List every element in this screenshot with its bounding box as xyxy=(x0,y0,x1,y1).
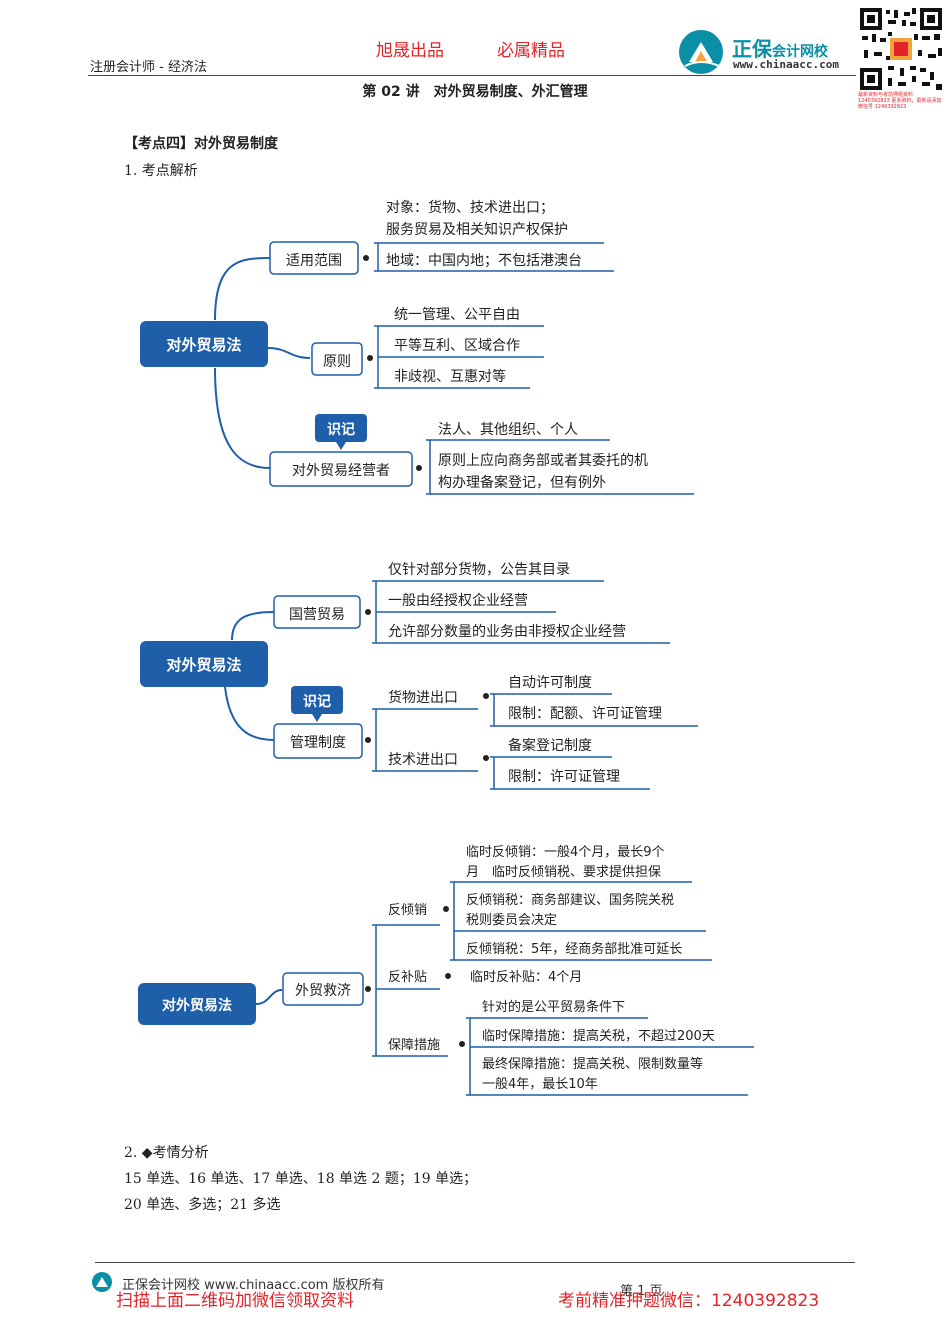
logo-name: 正保会计网校 xyxy=(732,37,828,61)
map2-leaf-st1: 仅针对部分货物，公告其目录 xyxy=(388,561,570,578)
qr-caption: 最新资料与考前押题资料 1240392823 更多资料，更新请添加微信号 124… xyxy=(858,92,942,110)
map2-leaf-st3: 允许部分数量的业务由非授权企业经营 xyxy=(388,623,626,640)
map1-branch-principle: 原则 xyxy=(323,354,351,370)
svg-text:对外贸易法: 对外贸易法 xyxy=(166,656,241,674)
mind-map-2-root: 对外贸易法 xyxy=(140,641,268,687)
exam-line-1: 15 单选、16 单选、17 单选、18 单选 2 题；19 单选； xyxy=(124,1171,478,1187)
map1-leaf-filing-b: 构办理备案登记，但有例外 xyxy=(438,474,606,491)
map3-leaf-ad1b: 月 临时反倾销税、要求提供担保 xyxy=(466,864,661,880)
map3-leaf-ad2a: 反倾销税：商务部建议、国务院关税 xyxy=(466,892,674,908)
map1-leaf-filing-a: 原则上应向商务部或者其委托的机 xyxy=(438,452,648,469)
map3-sub-antidumping: 反倾销 xyxy=(388,903,427,918)
map2-branch-management: 管理制度 xyxy=(290,735,346,751)
map1-leaf-p1: 统一管理、公平自由 xyxy=(394,307,520,323)
course-title: 注册会计师 - 经济法 xyxy=(90,60,207,75)
svg-text:对外贸易法: 对外贸易法 xyxy=(166,336,241,354)
map1-branch-operator: 对外贸易经营者 xyxy=(292,463,390,479)
lecture-title: 第 02 讲 对外贸易制度、外汇管理 xyxy=(362,84,588,100)
map1-leaf-object-a: 对象：货物、技术进出口； xyxy=(386,199,554,216)
section-title: 【考点四】对外贸易制度 xyxy=(124,136,278,152)
map2-tag: 识记 xyxy=(303,694,331,710)
footer-divider xyxy=(95,1262,855,1263)
footer-promo-right: 考前精准押题微信：1240392823 xyxy=(558,1291,820,1311)
map2-sub-tech: 技术进出口 xyxy=(388,752,458,768)
map2-leaf-st2: 一般由经授权企业经营 xyxy=(388,592,528,609)
map3-leaf-sg2: 临时保障措施：提高关税，不超过200天 xyxy=(482,1028,715,1044)
map3-leaf-sg3a: 最终保障措施：提高关税、限制数量等 xyxy=(482,1056,703,1072)
map1-leaf-region: 地域：中国内地；不包括港澳台 xyxy=(386,253,582,269)
map2-leaf-quota: 限制：配额、许可证管理 xyxy=(508,706,662,722)
map2-branch-state-trade: 国营贸易 xyxy=(289,607,345,623)
map3-leaf-ad1a: 临时反倾销：一般4个月，最长9个 xyxy=(466,844,665,860)
map3-sub-countervailing: 反补贴 xyxy=(388,970,427,985)
page-number: 第 1 页 xyxy=(620,1284,663,1299)
footer-logo-icon xyxy=(92,1272,112,1292)
map1-leaf-p2: 平等互利、区域合作 xyxy=(394,337,520,354)
subheading-exam: 2. ◆考情分析 xyxy=(124,1145,209,1161)
brand-tag-1: 旭晟出品 xyxy=(376,41,444,61)
mind-map-3-root: 对外贸易法 xyxy=(138,983,256,1025)
map3-leaf-ad3: 反倾销税：5年，经商务部批准可延长 xyxy=(466,941,682,957)
map2-leaf-license: 限制：许可证管理 xyxy=(508,769,620,785)
logo-url[interactable]: www.chinaacc.com xyxy=(733,58,839,71)
header-divider xyxy=(88,75,856,76)
qr-code-icon xyxy=(858,6,944,92)
map3-leaf-sg1: 针对的是公平贸易条件下 xyxy=(482,999,625,1015)
mind-map-1: 对外贸易法 适用范围 对象：货物、技术进出口； 服务贸易及相关知识产权保护 地域… xyxy=(140,199,694,495)
map2-sub-goods: 货物进出口 xyxy=(388,689,458,706)
mind-map-1-root: 对外贸易法 xyxy=(140,321,268,367)
map3-leaf-ad2b: 税则委员会决定 xyxy=(466,913,557,928)
map3-leaf-cv1: 临时反补贴：4个月 xyxy=(470,970,582,985)
mind-map-3: 对外贸易法 外贸救济 反倾销 反补贴 保障措施 临时反倾销：一般4个月，最长9个… xyxy=(138,844,754,1096)
map3-leaf-sg3b: 一般4年，最长10年 xyxy=(482,1076,598,1092)
footer-promo-left: 扫描上面二维码加微信领取资料 xyxy=(116,1291,354,1311)
logo-icon xyxy=(679,30,723,74)
map1-branch-scope: 适用范围 xyxy=(286,252,342,269)
map1-leaf-subjects: 法人、其他组织、个人 xyxy=(438,422,578,438)
brand-tag-2: 必属精品 xyxy=(497,41,565,61)
map1-tag: 识记 xyxy=(327,422,355,438)
map1-leaf-p3: 非歧视、互惠对等 xyxy=(394,368,506,385)
footer-copyright: 正保会计网校 www.chinaacc.com 版权所有 xyxy=(122,1278,385,1293)
map3-sub-safeguard: 保障措施 xyxy=(388,1038,440,1053)
svg-text:对外贸易法: 对外贸易法 xyxy=(162,997,232,1014)
map2-leaf-auto-license: 自动许可制度 xyxy=(508,675,592,691)
map2-leaf-record: 备案登记制度 xyxy=(508,737,592,754)
map1-leaf-object-b: 服务贸易及相关知识产权保护 xyxy=(386,221,568,238)
map3-branch-remedy: 外贸救济 xyxy=(295,983,351,999)
exam-line-2: 20 单选、多选；21 多选 xyxy=(124,1197,281,1213)
subheading-analysis: 1. 考点解析 xyxy=(124,163,198,179)
mind-map-2: 对外贸易法 国营贸易 仅针对部分货物，公告其目录 一般由经授权企业经营 允许部分… xyxy=(140,561,698,790)
